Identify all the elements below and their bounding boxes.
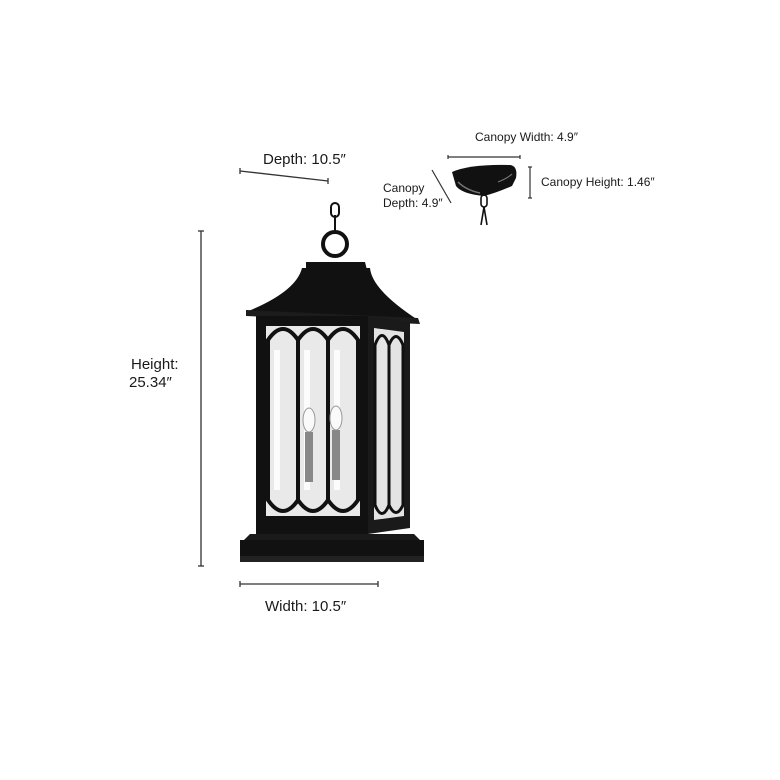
height-label-line2: 25.34″: [129, 374, 172, 391]
canopy-height-dimension-line: [528, 166, 532, 199]
canopy-width-label: Canopy Width: 4.9″: [475, 130, 578, 144]
canopy-depth-label-line1: Canopy: [383, 181, 425, 195]
lantern-icon: [240, 202, 424, 562]
canopy-icon: [452, 164, 517, 226]
canopy-height-label: Canopy Height: 1.46″: [541, 175, 655, 189]
canopy-width-dimension-line: [447, 155, 521, 159]
width-label: Width: 10.5″: [265, 598, 347, 615]
canopy-depth-label-line2: Depth: 4.9″: [383, 196, 443, 210]
height-label-line1: Height:: [131, 356, 179, 373]
width-dimension-line: [239, 581, 379, 587]
depth-dimension-line: [239, 168, 329, 184]
candle-bulb-icon: [302, 405, 343, 482]
height-dimension-line: [198, 230, 204, 567]
canopy-depth-dimension-line: [431, 169, 452, 204]
depth-label: Depth: 10.5″: [263, 151, 346, 168]
